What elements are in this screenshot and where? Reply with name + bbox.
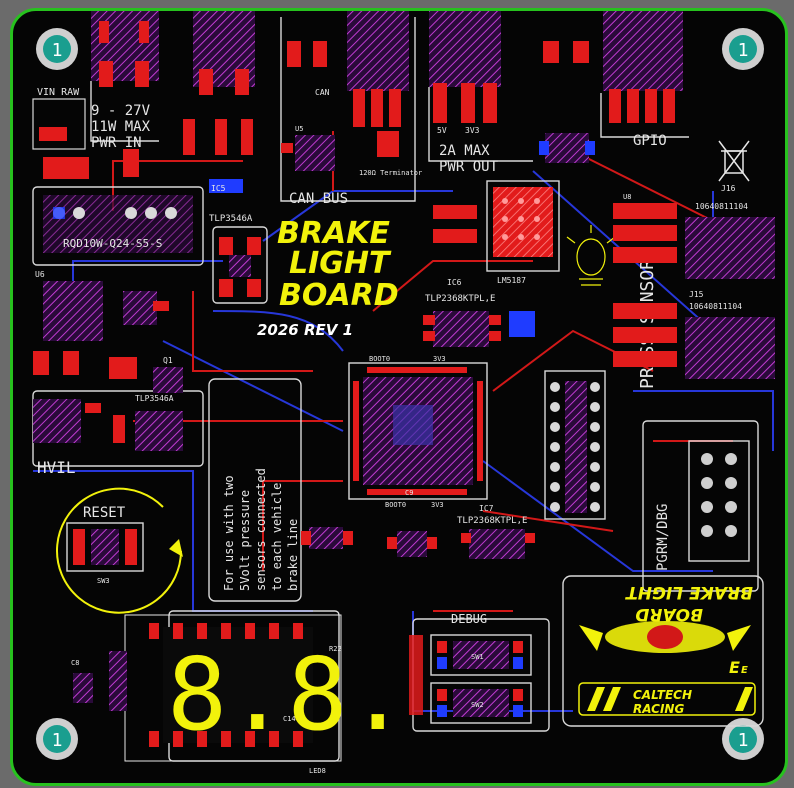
svg-text:1: 1	[738, 730, 749, 751]
hvil-label: HVIL	[37, 458, 76, 477]
svg-text:8.8.: 8.8.	[167, 636, 408, 753]
svg-text:CALTECH: CALTECH	[633, 688, 692, 702]
svg-text:BOOT0: BOOT0	[369, 355, 390, 363]
can-bus-label: CAN BUS	[289, 191, 348, 207]
svg-text:CAN: CAN	[315, 88, 330, 97]
svg-text:DEBUG: DEBUG	[451, 612, 487, 626]
weee-icon	[718, 140, 750, 182]
connector-gpio	[543, 11, 683, 123]
connector-j16: 10640811104 J16	[613, 184, 775, 279]
svg-text:VIN RAW: VIN RAW	[37, 87, 80, 98]
regulator-lm5187: LM5187	[433, 180, 560, 285]
svg-text:SW2: SW2	[471, 701, 484, 709]
svg-text:120Ω Terminator: 120Ω Terminator	[359, 169, 422, 177]
svg-text:SW1: SW1	[471, 653, 484, 661]
ic7-optocoupler: IC7 TLP2368KTPL,E	[457, 504, 535, 559]
svg-text:IC6: IC6	[447, 278, 462, 287]
svg-text:10640811104: 10640811104	[695, 202, 748, 211]
svg-text:sensors connected: sensors connected	[254, 468, 268, 591]
connector-j15: 10640811104 J15	[613, 290, 775, 379]
board-title: BRAKE LIGHT BOARD 2026 REV 1	[257, 216, 399, 339]
connector-can	[287, 11, 409, 127]
svg-text:TLP3546A: TLP3546A	[135, 394, 174, 403]
svg-text:C9: C9	[405, 489, 413, 497]
svg-text:3V3: 3V3	[433, 355, 446, 363]
power-module-u6: RQD10W-Q24-S5-S U6	[35, 195, 193, 279]
svg-text:U6: U6	[35, 270, 45, 279]
svg-text:C14: C14	[283, 715, 296, 723]
brake-note-text: For use with two 5Volt pressure sensors …	[222, 468, 300, 591]
svg-text:3V3: 3V3	[431, 501, 444, 509]
svg-text:to each vehicle: to each vehicle	[270, 483, 284, 591]
svg-text:J15: J15	[689, 290, 704, 299]
svg-text:RACING: RACING	[633, 702, 684, 716]
svg-text:U8: U8	[623, 193, 631, 201]
svg-text:R22: R22	[329, 645, 342, 653]
svg-text:IC5: IC5	[211, 184, 226, 193]
svg-text:11W MAX: 11W MAX	[91, 119, 151, 135]
mounting-hole-top-left: 1	[36, 28, 78, 70]
svg-text:brake line: brake line	[286, 519, 300, 591]
svg-text:C8: C8	[71, 659, 79, 667]
svg-text:TLP2368KTPL,E: TLP2368KTPL,E	[425, 294, 495, 304]
svg-text:TLP2368KTPL,E: TLP2368KTPL,E	[457, 516, 527, 526]
ic5-relay: IC5 TLP3546A	[209, 184, 268, 304]
svg-text:SW3: SW3	[97, 577, 110, 585]
reset-switch-sw3: RESET SW3	[56, 487, 183, 614]
svg-text:LIGHT: LIGHT	[289, 246, 392, 281]
svg-text:TLP3546A: TLP3546A	[209, 214, 253, 224]
svg-text:U5: U5	[295, 125, 303, 133]
pgrm-dbg-label: PGRM/DBG	[655, 504, 671, 571]
svg-text:1: 1	[52, 730, 63, 751]
pcb-board: 1 1 1 1	[10, 8, 788, 786]
svg-text:PWR IN: PWR IN	[91, 135, 142, 151]
svg-text:3V3: 3V3	[465, 126, 480, 135]
svg-text:PWR OUT: PWR OUT	[439, 159, 499, 175]
svg-text:E: E	[729, 658, 740, 677]
svg-text:2A MAX: 2A MAX	[439, 143, 490, 159]
pwr-out-label: 5V 3V3 2A MAX PWR OUT	[437, 126, 499, 175]
svg-text:1: 1	[738, 40, 749, 61]
svg-text:2026 REV 1: 2026 REV 1	[257, 321, 353, 339]
svg-text:9 - 27V: 9 - 27V	[91, 103, 151, 119]
ic6-optocoupler: IC6 TLP2368KTPL,E	[423, 278, 535, 347]
vin-label: VIN RAW 9 - 27V 11W MAX PWR IN	[37, 87, 151, 151]
caltech-racing-logo: BRAKE LIGHT BOARD E E CALTECH RACING	[578, 582, 756, 716]
svg-text:5Volt pressure: 5Volt pressure	[238, 490, 252, 591]
svg-text:BOOT0: BOOT0	[385, 501, 406, 509]
svg-text:For use with two: For use with two	[222, 475, 236, 591]
svg-text:RESET: RESET	[83, 505, 126, 521]
connector-pwr-out	[429, 11, 501, 123]
microcontroller-u4: BOOT0 3V3	[348, 355, 488, 500]
svg-text:RQD10W-Q24-S5-S: RQD10W-Q24-S5-S	[63, 237, 162, 250]
hvil-block: TLP3546A Q1 HVIL	[33, 281, 183, 477]
svg-text:E: E	[741, 665, 748, 676]
mounting-hole-bottom-right: 1	[722, 718, 764, 760]
svg-text:1: 1	[52, 40, 63, 61]
gpio-label: GPIO	[633, 133, 667, 149]
pcb-layout: 1 1 1 1	[32, 11, 775, 775]
svg-text:BRAKE: BRAKE	[277, 216, 390, 251]
svg-text:IC7: IC7	[479, 504, 494, 513]
mounting-hole-top-right: 1	[722, 28, 764, 70]
seven-segment-led8: 8.8. LED8 R22 C8	[71, 614, 408, 775]
svg-text:10640811104: 10640811104	[689, 302, 742, 311]
connector-debug-header	[688, 440, 750, 562]
svg-text:LED8: LED8	[309, 767, 326, 775]
lightbulb-icon	[566, 225, 616, 286]
mounting-hole-bottom-left: 1	[36, 718, 78, 760]
debug-switches: DEBUG SW1 SW2	[409, 612, 532, 724]
svg-text:Q1: Q1	[163, 356, 173, 365]
svg-text:LM5187: LM5187	[497, 276, 526, 285]
svg-text:J16: J16	[721, 184, 736, 193]
svg-text:BOARD: BOARD	[635, 604, 703, 624]
connector-5v-raw	[193, 11, 255, 95]
svg-text:BOARD: BOARD	[279, 278, 399, 313]
connector-vin	[91, 11, 159, 87]
svg-text:BRAKE LIGHT: BRAKE LIGHT	[625, 582, 753, 602]
svg-text:5V: 5V	[437, 126, 447, 135]
ic-right-dip	[544, 370, 606, 520]
silk-outlines	[32, 17, 764, 762]
